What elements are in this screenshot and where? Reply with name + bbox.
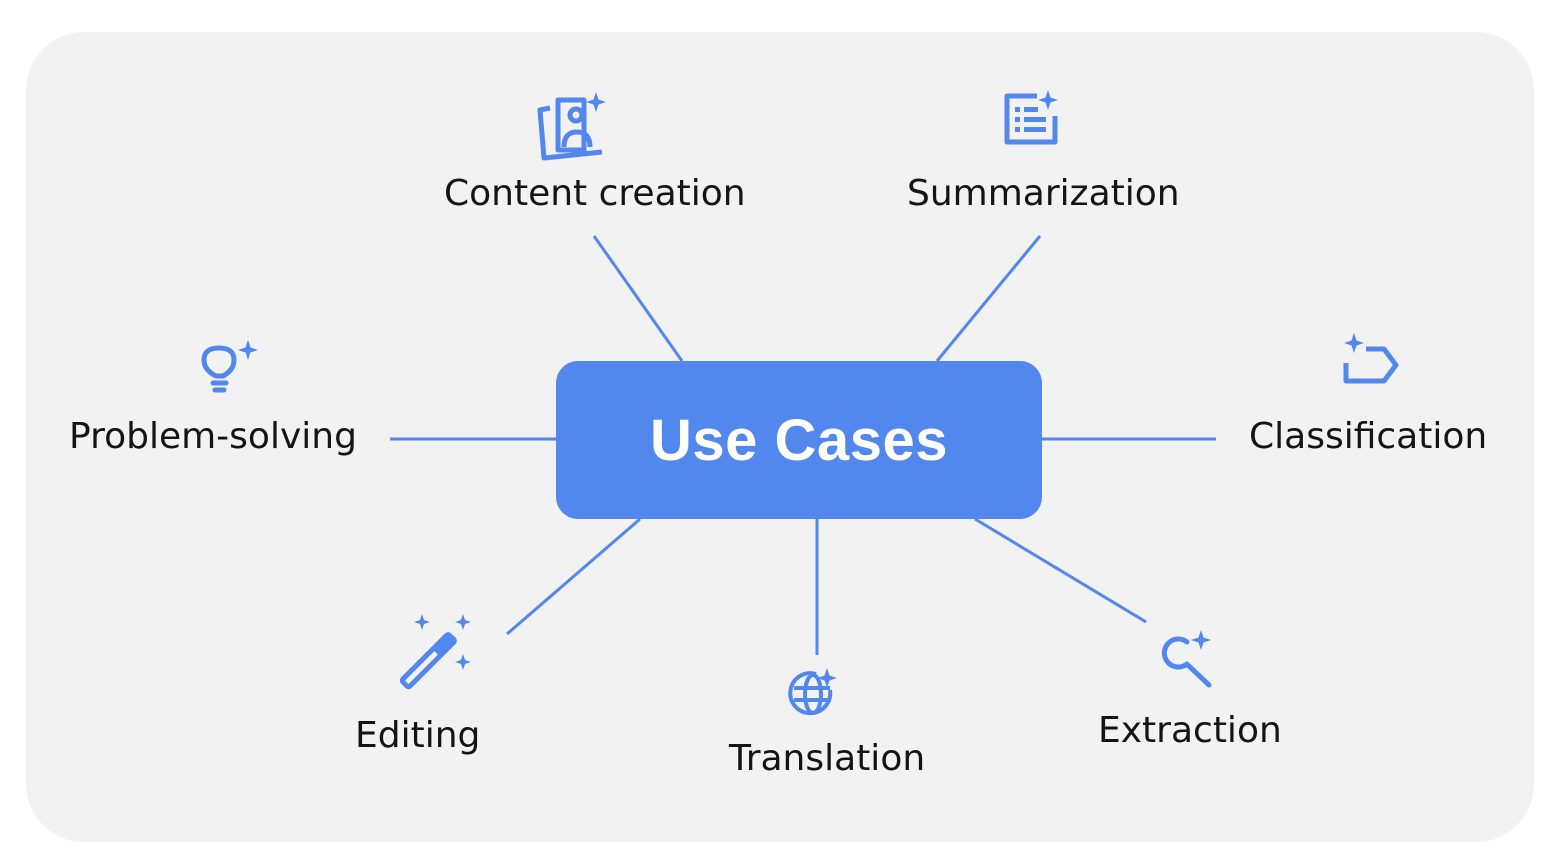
connector-content-creation <box>592 235 684 362</box>
search-sparkle-icon <box>1157 628 1219 690</box>
document-list-sparkle-icon <box>1003 90 1063 148</box>
connector-editing <box>506 517 641 636</box>
globe-sparkle-icon <box>788 668 838 716</box>
node-label-translation: Translation <box>729 738 926 779</box>
node-label-summarization: Summarization <box>907 173 1180 214</box>
lightbulb-sparkle-icon <box>200 340 262 396</box>
connector-extraction <box>974 517 1147 624</box>
node-label-problem-solving: Problem-solving <box>69 416 357 457</box>
label-tag-sparkle-icon <box>1340 333 1402 387</box>
image-sparkle-icon <box>536 92 608 162</box>
node-label-content-creation: Content creation <box>444 173 746 214</box>
center-title: Use Cases <box>650 407 948 473</box>
node-label-editing: Editing <box>355 715 481 756</box>
node-label-extraction: Extraction <box>1098 710 1282 751</box>
connector-summarization <box>935 235 1042 362</box>
magic-wand-icon <box>399 612 476 690</box>
node-label-classification: Classification <box>1249 416 1488 457</box>
use-cases-center-node: Use Cases <box>556 361 1042 519</box>
